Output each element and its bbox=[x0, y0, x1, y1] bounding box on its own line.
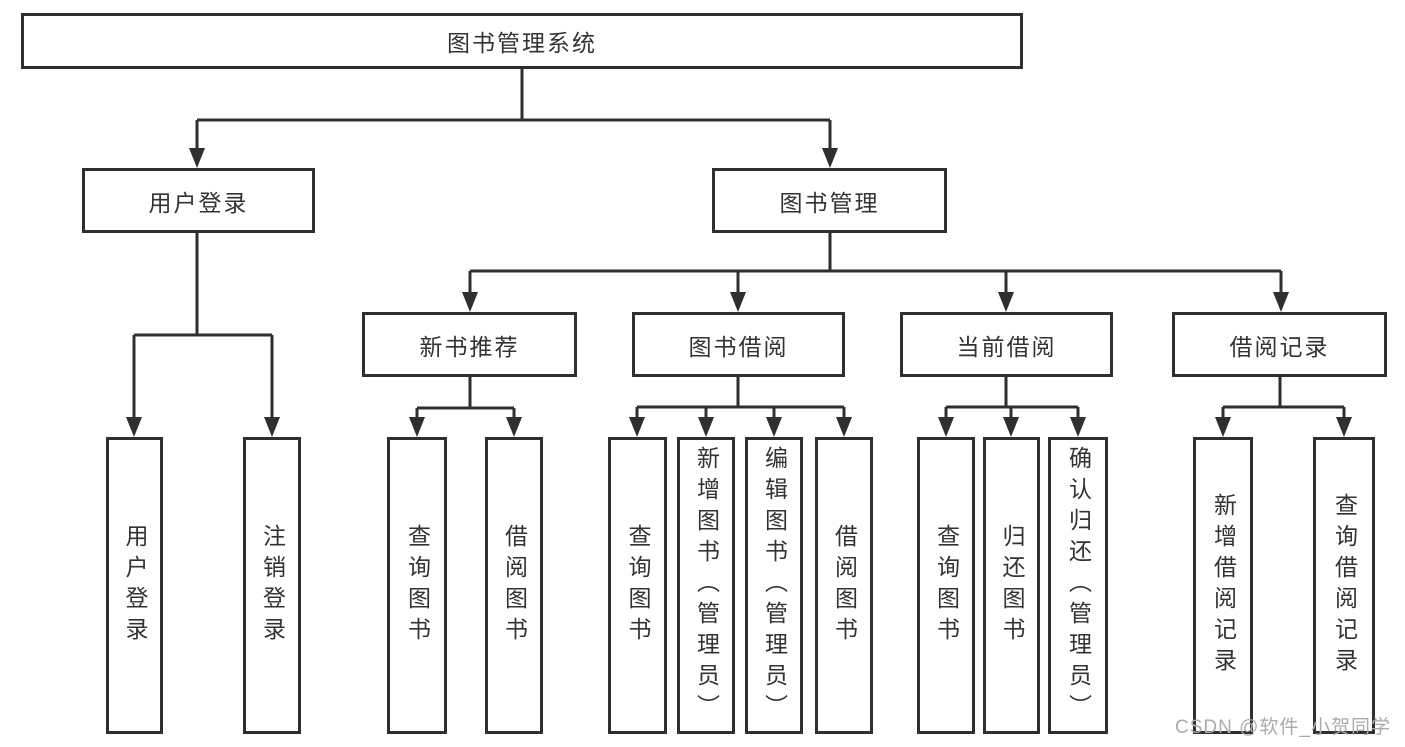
edge-new-book-rec-to-leaves bbox=[415, 377, 516, 421]
node-leaf-edit-book: 编辑图书（管理员） bbox=[745, 437, 803, 734]
node-leaf-return-book: 归还图书 bbox=[983, 437, 1040, 734]
node-leaf-confirm-return: 确认归还（管理员） bbox=[1048, 437, 1108, 734]
csdn-watermark: CSDN @软件_小贺同学 bbox=[1175, 717, 1391, 738]
edge-borrow-records-to-leaves bbox=[1221, 377, 1346, 421]
node-borrow-records: 借阅记录 bbox=[1172, 312, 1387, 377]
node-leaf-logout: 注销登录 bbox=[243, 437, 301, 734]
edge-book-borrow-to-leaves bbox=[635, 377, 846, 421]
edge-root-to-level2 bbox=[195, 69, 832, 150]
node-leaf-query-record: 查询借阅记录 bbox=[1313, 437, 1375, 734]
node-leaf-query-book-current: 查询图书 bbox=[917, 437, 975, 734]
edge-user-login-to-leaves bbox=[132, 233, 274, 421]
node-new-book-rec: 新书推荐 bbox=[362, 312, 577, 377]
node-leaf-add-record: 新增借阅记录 bbox=[1193, 437, 1253, 734]
edge-book-mgmt-to-level3 bbox=[468, 233, 1283, 296]
node-current-borrow: 当前借阅 bbox=[900, 312, 1113, 377]
node-book-mgmt: 图书管理 bbox=[712, 168, 947, 233]
node-book-borrow: 图书借阅 bbox=[632, 312, 845, 377]
node-user-login: 用户登录 bbox=[82, 168, 315, 233]
arrowheads bbox=[126, 148, 1352, 437]
node-leaf-user-login: 用户登录 bbox=[106, 437, 163, 734]
node-leaf-add-book: 新增图书（管理员） bbox=[677, 437, 735, 734]
node-leaf-borrow-book-borrow: 借阅图书 bbox=[815, 437, 873, 734]
node-leaf-borrow-book-rec: 借阅图书 bbox=[485, 437, 543, 734]
node-root: 图书管理系统 bbox=[21, 13, 1023, 69]
node-leaf-query-book-rec: 查询图书 bbox=[387, 437, 447, 734]
edge-current-borrow-to-leaves bbox=[944, 377, 1080, 421]
node-leaf-query-book-borrow: 查询图书 bbox=[608, 437, 667, 734]
